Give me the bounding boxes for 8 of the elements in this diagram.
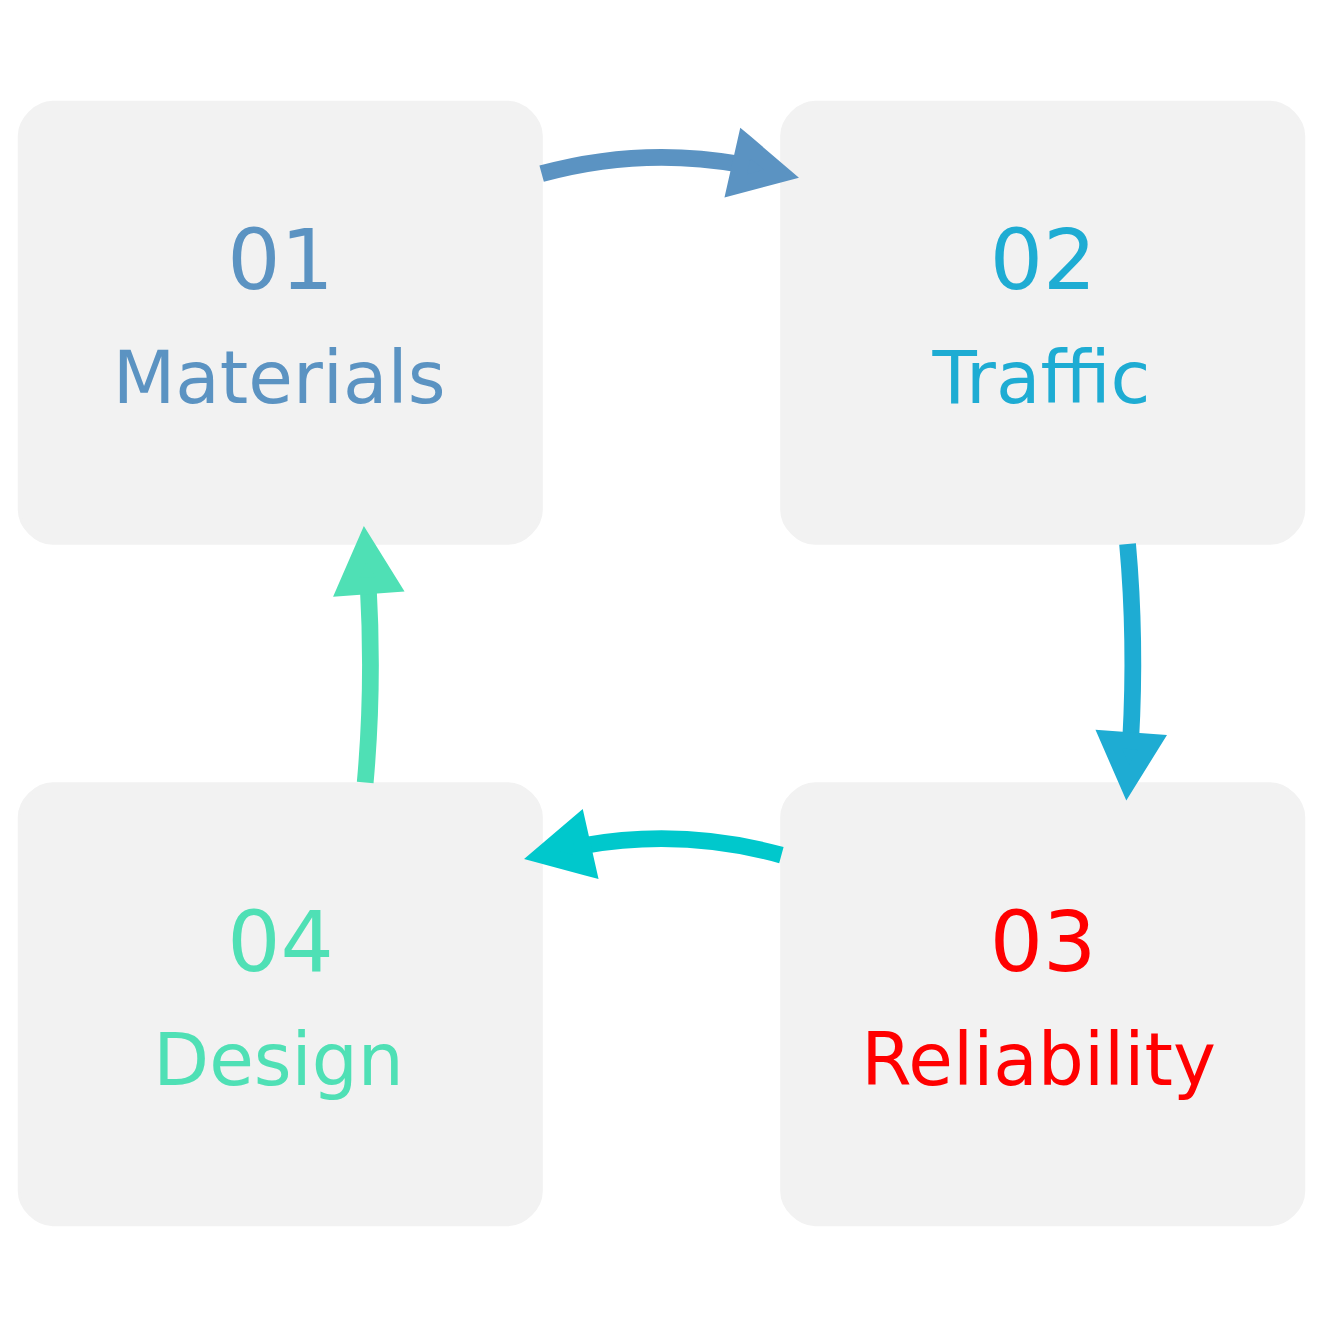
arrow: [333, 525, 405, 783]
node-box: 04 Design: [17, 781, 543, 1226]
node-box: 01 Materials: [17, 100, 543, 545]
node-box: 02 Traffic: [780, 100, 1306, 545]
arrow: [1095, 542, 1167, 800]
arrow: [539, 127, 799, 198]
arrow: [524, 808, 784, 879]
node-box: 03 Reliability: [780, 781, 1306, 1226]
